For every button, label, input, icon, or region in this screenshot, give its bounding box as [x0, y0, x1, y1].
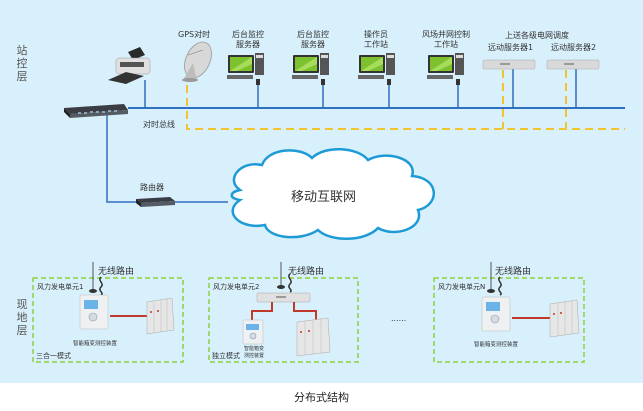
unit-n-device-label: 智能箱变测控装置 — [474, 342, 519, 348]
switchgear-cabinet-unit-2 — [296, 317, 331, 357]
computer-icon-grid-control — [427, 53, 464, 85]
more-units-ellipsis: ...... — [391, 314, 407, 323]
gps-dish-icon — [182, 41, 212, 82]
gps-label: GPS对时 — [178, 30, 211, 39]
unit-2-red-link-left — [251, 302, 273, 320]
switchgear-cabinet-unit-1 — [146, 297, 175, 335]
unit-2-wireless-label: 无线路由 — [288, 267, 325, 277]
remote-server-1-icon — [482, 59, 536, 70]
router-label: 路由器 — [140, 183, 164, 192]
antenna-icon-unit-n — [487, 262, 502, 296]
unit-2-title: 风力发电单元2 — [213, 283, 260, 291]
remote-server-1-label: 远动服务器1 — [488, 43, 534, 52]
grid-control-station-label: 风场并网控制 工作站 — [422, 30, 470, 49]
field-unit-2-border — [208, 277, 359, 363]
operator-station-label: 操作员 工作站 — [364, 30, 388, 49]
monitoring-device-unit-1 — [79, 294, 109, 330]
timing-bus-line — [186, 85, 625, 130]
diagram-graphics — [32, 41, 625, 363]
unit-1-wireless-label: 无线路由 — [98, 267, 135, 277]
router-icon — [136, 197, 175, 207]
monitoring-device-unit-n — [481, 296, 511, 332]
unit-1-device-label: 智能箱变测控装置 — [73, 341, 118, 347]
station-layer-label: 站控层 — [16, 44, 28, 83]
unit-2-mode-label: 独立模式 — [212, 352, 240, 360]
internet-cloud — [230, 147, 436, 240]
unit-n-title: 风力发电单元N — [438, 283, 486, 291]
unit-1-mode-label: 三合一模式 — [36, 352, 71, 360]
remote-server-2-label: 远动服务器2 — [551, 43, 597, 52]
switchgear-cabinet-unit-n — [549, 299, 580, 338]
switch-router-link — [106, 113, 140, 203]
diagram-canvas: 站控层 现地层 GPS对时 后台监控 服务器 后台监控 服务器 操作员 工作站 … — [0, 0, 643, 383]
backend-server-1-label: 后台监控 服务器 — [232, 30, 264, 49]
field-layer-label: 现地层 — [16, 298, 28, 337]
unit-2-red-link-right — [293, 302, 317, 320]
unit-1-title: 风力发电单元1 — [37, 283, 84, 291]
timing-bus-label: 对时总线 — [143, 120, 175, 129]
computer-icon-server-1 — [227, 53, 264, 85]
diagram-caption: 分布式结构 — [294, 391, 349, 404]
unit-2-device-label: 智能箱变 测控装置 — [243, 346, 264, 359]
unit-n-wireless-label: 无线路由 — [495, 267, 532, 277]
monitoring-device-unit-2 — [242, 319, 264, 345]
field-unit-1-border — [32, 277, 184, 363]
antenna-icon-unit-1 — [89, 262, 103, 296]
remote-server-2-icon — [546, 59, 600, 70]
cloud-label: 移动互联网 — [291, 190, 357, 205]
switch-icon — [64, 104, 128, 118]
printer-icon — [108, 47, 151, 84]
dispatch-header-label: 上送各级电网调度 — [505, 31, 569, 40]
computer-icon-server-2 — [292, 53, 329, 85]
computer-icon-operator — [358, 53, 395, 85]
backend-server-2-label: 后台监控 服务器 — [297, 30, 329, 49]
field-unit-n-border — [433, 277, 585, 363]
unit-2-rack-device — [256, 292, 311, 303]
antenna-icon-unit-2 — [277, 262, 292, 293]
